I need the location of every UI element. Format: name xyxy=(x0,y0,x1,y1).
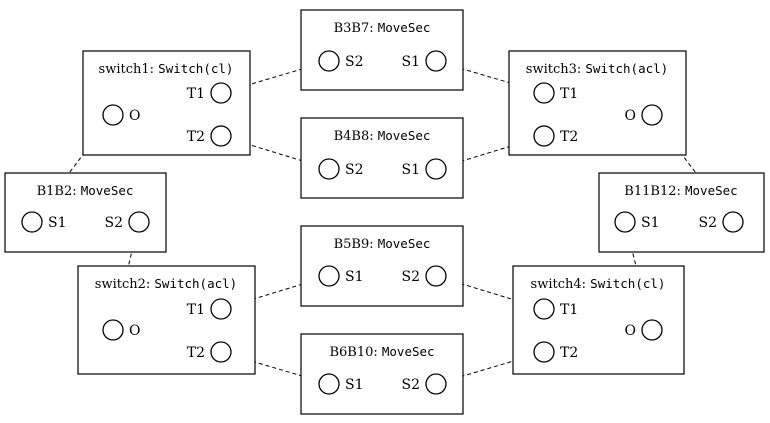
port-s1-circle xyxy=(425,158,447,180)
component-instance-name: switch4: xyxy=(531,277,591,292)
port-s1-label: S1 xyxy=(402,162,421,178)
component-type-name: MoveSec xyxy=(81,183,134,198)
port-s1-label: S1 xyxy=(402,54,421,70)
component-type-name: MoveSec xyxy=(378,236,431,251)
port-s1-label: S1 xyxy=(48,215,67,231)
port-o-circle xyxy=(102,104,124,126)
port-s1-label: S1 xyxy=(345,269,364,285)
port-s2-circle xyxy=(128,211,150,233)
component-title: B3B7: MoveSec xyxy=(334,20,431,36)
component-instance-name: B11B12: xyxy=(624,184,685,199)
port-s2-circle xyxy=(318,50,340,72)
component-title: switch2: Switch(acl) xyxy=(95,276,237,292)
component-instance-name: B5B9: xyxy=(334,237,378,252)
component-type-name: Switch(acl) xyxy=(585,61,668,76)
port-t1-circle xyxy=(533,298,555,320)
component-type-name: MoveSec xyxy=(685,183,738,198)
port-t2-label: T2 xyxy=(560,129,578,145)
port-t1-circle xyxy=(210,298,232,320)
port-s1-circle xyxy=(425,50,447,72)
port-t1-circle xyxy=(210,82,232,104)
component-type-name: Switch(cl) xyxy=(590,276,665,291)
component-instance-name: switch1: xyxy=(99,62,159,77)
port-t2-circle xyxy=(533,341,555,363)
component-instance-name: B4B8: xyxy=(334,129,378,144)
port-o-label: O xyxy=(625,108,636,124)
component-instance-name: B6B10: xyxy=(329,345,381,360)
component-type-name: Switch(cl) xyxy=(158,61,233,76)
port-s2-label: S2 xyxy=(699,215,718,231)
port-s2-label: S2 xyxy=(105,215,124,231)
component-type-name: Switch(acl) xyxy=(154,276,237,291)
port-t1-label: T1 xyxy=(187,86,205,102)
component-instance-name: switch2: xyxy=(95,277,155,292)
port-s1-circle xyxy=(21,211,43,233)
component-title: B6B10: MoveSec xyxy=(329,344,434,360)
component-box xyxy=(300,117,464,199)
component-title: switch1: Switch(cl) xyxy=(99,61,234,77)
component-instance-name: switch3: xyxy=(526,62,586,77)
component-title: B11B12: MoveSec xyxy=(624,183,737,199)
port-s2-circle xyxy=(425,373,447,395)
component-title: switch4: Switch(cl) xyxy=(531,276,666,292)
port-o-label: O xyxy=(625,323,636,339)
port-s1-circle xyxy=(614,211,636,233)
port-s2-label: S2 xyxy=(345,162,364,178)
component-title: B4B8: MoveSec xyxy=(334,128,431,144)
component-instance-name: B1B2: xyxy=(37,184,81,199)
component-type-name: MoveSec xyxy=(382,344,435,359)
port-s1-circle xyxy=(318,265,340,287)
port-t2-label: T2 xyxy=(560,345,578,361)
port-o-label: O xyxy=(129,108,140,124)
port-t1-label: T1 xyxy=(187,302,205,318)
port-t1-label: T1 xyxy=(560,302,578,318)
port-t2-circle xyxy=(210,125,232,147)
port-s1-circle xyxy=(318,373,340,395)
port-s2-label: S2 xyxy=(402,377,421,393)
port-o-circle xyxy=(102,319,124,341)
component-type-name: MoveSec xyxy=(378,128,431,143)
port-s1-label: S1 xyxy=(345,377,364,393)
port-o-circle xyxy=(641,104,663,126)
port-o-label: O xyxy=(129,323,140,339)
component-title: B5B9: MoveSec xyxy=(334,236,431,252)
port-s1-label: S1 xyxy=(641,215,660,231)
port-s2-circle xyxy=(722,211,744,233)
port-s2-circle xyxy=(425,265,447,287)
port-t2-circle xyxy=(533,125,555,147)
component-title: B1B2: MoveSec xyxy=(37,183,134,199)
port-t2-label: T2 xyxy=(187,129,205,145)
component-box xyxy=(300,9,464,91)
port-o-circle xyxy=(641,319,663,341)
component-title: switch3: Switch(acl) xyxy=(526,61,668,77)
port-t1-circle xyxy=(533,82,555,104)
component-instance-name: B3B7: xyxy=(334,21,378,36)
port-s2-circle xyxy=(318,158,340,180)
port-t2-label: T2 xyxy=(187,345,205,361)
port-t2-circle xyxy=(210,341,232,363)
port-s2-label: S2 xyxy=(402,269,421,285)
port-t1-label: T1 xyxy=(560,86,578,102)
component-type-name: MoveSec xyxy=(378,20,431,35)
port-s2-label: S2 xyxy=(345,54,364,70)
